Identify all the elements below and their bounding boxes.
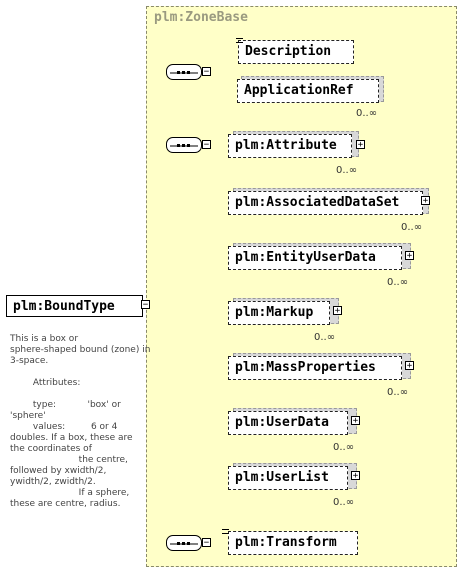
element-label: plm:MassProperties bbox=[235, 360, 376, 375]
element-application-ref[interactable]: ApplicationRef bbox=[237, 79, 379, 103]
element-label: ApplicationRef bbox=[244, 83, 354, 98]
element-label: plm:Attribute bbox=[235, 138, 337, 153]
plus-box-icon[interactable]: + bbox=[333, 306, 342, 316]
documentation-text: This is a box or sphere-shaped bound (zo… bbox=[10, 334, 150, 509]
plus-box-icon[interactable]: + bbox=[421, 196, 430, 206]
root-element-label: plm:BoundType bbox=[13, 299, 115, 314]
element-label: plm:UserList bbox=[235, 470, 329, 485]
minus-box-icon[interactable]: − bbox=[202, 140, 211, 150]
plus-box-icon[interactable]: + bbox=[405, 251, 414, 261]
sequence-compositor bbox=[166, 64, 202, 80]
element-label: plm:Markup bbox=[235, 305, 314, 320]
cardinality-label: 0..∞ bbox=[336, 165, 358, 176]
cardinality-label: 0..∞ bbox=[333, 497, 355, 508]
cardinality-label: 0..∞ bbox=[333, 442, 355, 453]
cardinality-label: 0..∞ bbox=[387, 277, 409, 288]
documentation-icon bbox=[236, 38, 243, 43]
plus-box-icon[interactable]: + bbox=[356, 140, 365, 150]
sequence-compositor bbox=[166, 535, 202, 551]
plus-box-icon[interactable]: + bbox=[351, 416, 360, 426]
sequence-compositor-icon bbox=[170, 71, 198, 74]
element-description[interactable]: Description bbox=[238, 40, 354, 64]
cardinality-label: 0..∞ bbox=[387, 387, 409, 398]
group-title: plm:ZoneBase bbox=[154, 10, 248, 25]
element-attribute[interactable]: plm:Attribute bbox=[228, 134, 352, 158]
element-label: plm:Transform bbox=[235, 535, 337, 550]
plus-box-icon[interactable]: + bbox=[351, 471, 360, 481]
element-transform[interactable]: plm:Transform bbox=[228, 531, 358, 555]
documentation-icon bbox=[222, 529, 229, 534]
element-user-list[interactable]: plm:UserList bbox=[228, 466, 348, 490]
element-mass-properties[interactable]: plm:MassProperties bbox=[228, 356, 402, 380]
element-user-data[interactable]: plm:UserData bbox=[228, 411, 348, 435]
cardinality-label: 0..∞ bbox=[356, 108, 378, 119]
element-markup[interactable]: plm:Markup bbox=[228, 301, 330, 325]
sequence-compositor-icon bbox=[170, 144, 198, 147]
element-label: Description bbox=[245, 44, 332, 59]
element-label: plm:UserData bbox=[235, 415, 329, 430]
element-entity-user-data[interactable]: plm:EntityUserData bbox=[228, 246, 402, 270]
element-associated-data-set[interactable]: plm:AssociatedDataSet bbox=[228, 191, 423, 215]
cardinality-label: 0..∞ bbox=[401, 222, 423, 233]
sequence-compositor bbox=[166, 137, 202, 153]
minus-box-icon[interactable]: − bbox=[202, 67, 211, 77]
sequence-compositor-icon bbox=[170, 542, 198, 545]
cardinality-label: 0..∞ bbox=[314, 332, 336, 343]
minus-box-icon[interactable]: − bbox=[141, 300, 150, 310]
plus-box-icon[interactable]: + bbox=[405, 361, 414, 371]
minus-box-icon[interactable]: − bbox=[202, 538, 211, 548]
root-element[interactable]: plm:BoundType bbox=[6, 295, 143, 317]
element-label: plm:EntityUserData bbox=[235, 250, 376, 265]
element-label: plm:AssociatedDataSet bbox=[235, 195, 400, 210]
